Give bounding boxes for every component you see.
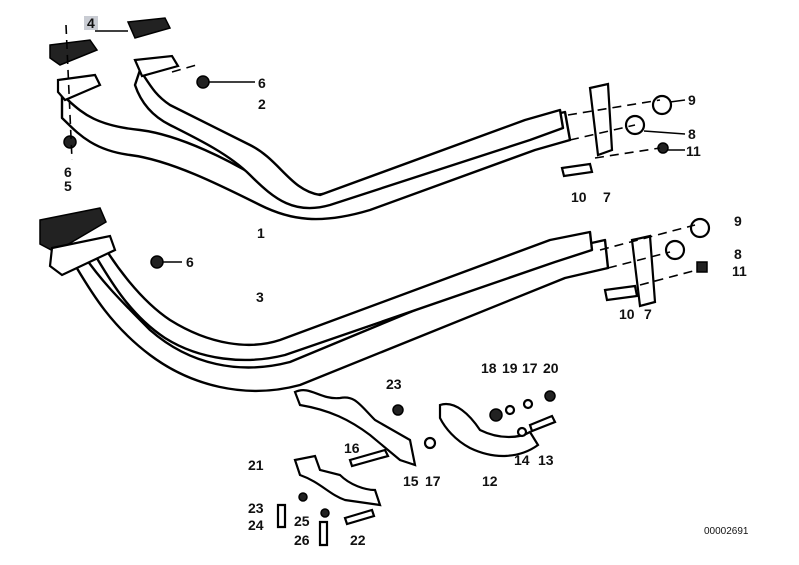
callout-5[interactable]: 5	[64, 178, 72, 194]
callout-11-lower[interactable]: 11	[732, 263, 747, 279]
callout-25[interactable]: 25	[294, 513, 310, 529]
callout-6-left[interactable]: 6	[64, 164, 72, 180]
callout-21[interactable]: 21	[248, 457, 264, 473]
hanger-lower	[599, 217, 711, 308]
callout-9-upper[interactable]: 9	[688, 92, 696, 108]
flange-set-lower	[39, 207, 182, 277]
flange-set-upper	[49, 17, 255, 161]
hanger-upper	[560, 82, 686, 178]
callout-6-lower[interactable]: 6	[186, 254, 194, 270]
callout-14[interactable]: 14	[514, 452, 530, 468]
callout-1[interactable]: 1	[257, 225, 265, 241]
callout-10-lower[interactable]: 10	[619, 306, 635, 322]
callout-13[interactable]: 13	[538, 452, 554, 468]
callout-26[interactable]: 26	[294, 532, 310, 548]
callout-23-bottom[interactable]: 23	[248, 500, 264, 516]
callout-9-lower[interactable]: 9	[734, 213, 742, 229]
callout-17-top[interactable]: 17	[522, 360, 538, 376]
bracket-assembly	[276, 389, 557, 547]
callout-20[interactable]: 20	[543, 360, 559, 376]
callout-6-upper[interactable]: 6	[258, 75, 266, 91]
callout-12[interactable]: 12	[482, 473, 498, 489]
callout-2[interactable]: 2	[258, 96, 266, 112]
callout-8-upper[interactable]: 8	[688, 126, 696, 142]
callout-10-upper[interactable]: 10	[571, 189, 587, 205]
callout-22[interactable]: 22	[350, 532, 366, 548]
callout-19[interactable]: 19	[502, 360, 518, 376]
callout-15[interactable]: 15	[403, 473, 419, 489]
callout-24[interactable]: 24	[248, 517, 264, 533]
callout-18[interactable]: 18	[481, 360, 497, 376]
callout-17-bottom[interactable]: 17	[425, 473, 441, 489]
callout-16[interactable]: 16	[344, 440, 360, 456]
callout-3[interactable]: 3	[256, 289, 264, 305]
callout-4[interactable]: 4	[84, 16, 98, 30]
diagram-code: 00002691	[704, 526, 749, 537]
front-pipe-upper	[60, 68, 572, 221]
callout-7-upper[interactable]: 7	[603, 189, 611, 205]
callout-23-top[interactable]: 23	[386, 376, 402, 392]
callout-11-upper[interactable]: 11	[686, 143, 701, 159]
callout-8-lower[interactable]: 8	[734, 246, 742, 262]
callout-7-lower[interactable]: 7	[644, 306, 652, 322]
